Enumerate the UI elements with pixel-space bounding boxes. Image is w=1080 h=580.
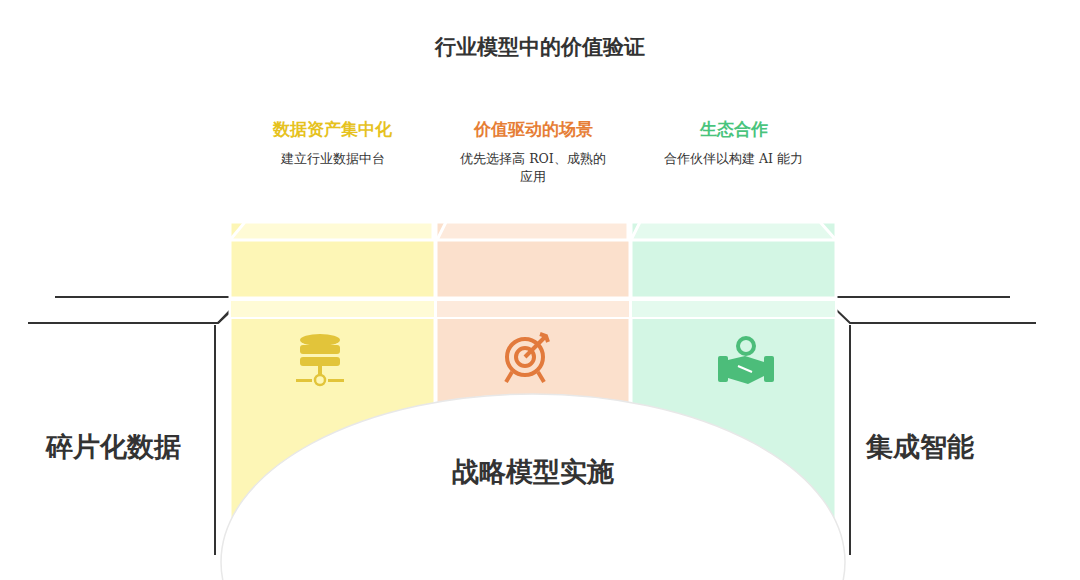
column-heading: 生态合作: [631, 118, 836, 140]
arch-blocks: [230, 300, 836, 532]
column-heading: 价值驱动的场景: [436, 118, 630, 140]
arch-curve: [221, 394, 845, 580]
region-label: 碎片化数据: [46, 429, 181, 465]
column-description: 合作伙伴以构建 AI 能力: [651, 150, 816, 168]
region-label: 集成智能: [866, 429, 974, 465]
region-label: 战略模型实施: [452, 454, 614, 490]
column-block: 价值驱动的场景优先选择高 ROI、成熟的应用: [436, 118, 630, 186]
column-block: 生态合作合作伙伴以构建 AI 能力: [631, 118, 836, 168]
target-icon: [506, 334, 548, 382]
column-description: 建立行业数据中台: [248, 150, 418, 168]
column-block: 数据资产集中化建立行业数据中台: [230, 118, 435, 168]
top-blocks: [230, 222, 836, 298]
column-heading: 数据资产集中化: [230, 118, 435, 140]
handshake-icon: [718, 338, 774, 384]
cliff-lines: [28, 297, 1036, 555]
diagram-title: 行业模型中的价值验证: [0, 33, 1080, 61]
column-description: 优先选择高 ROI、成熟的应用: [456, 150, 611, 186]
database-icon: [296, 334, 344, 385]
